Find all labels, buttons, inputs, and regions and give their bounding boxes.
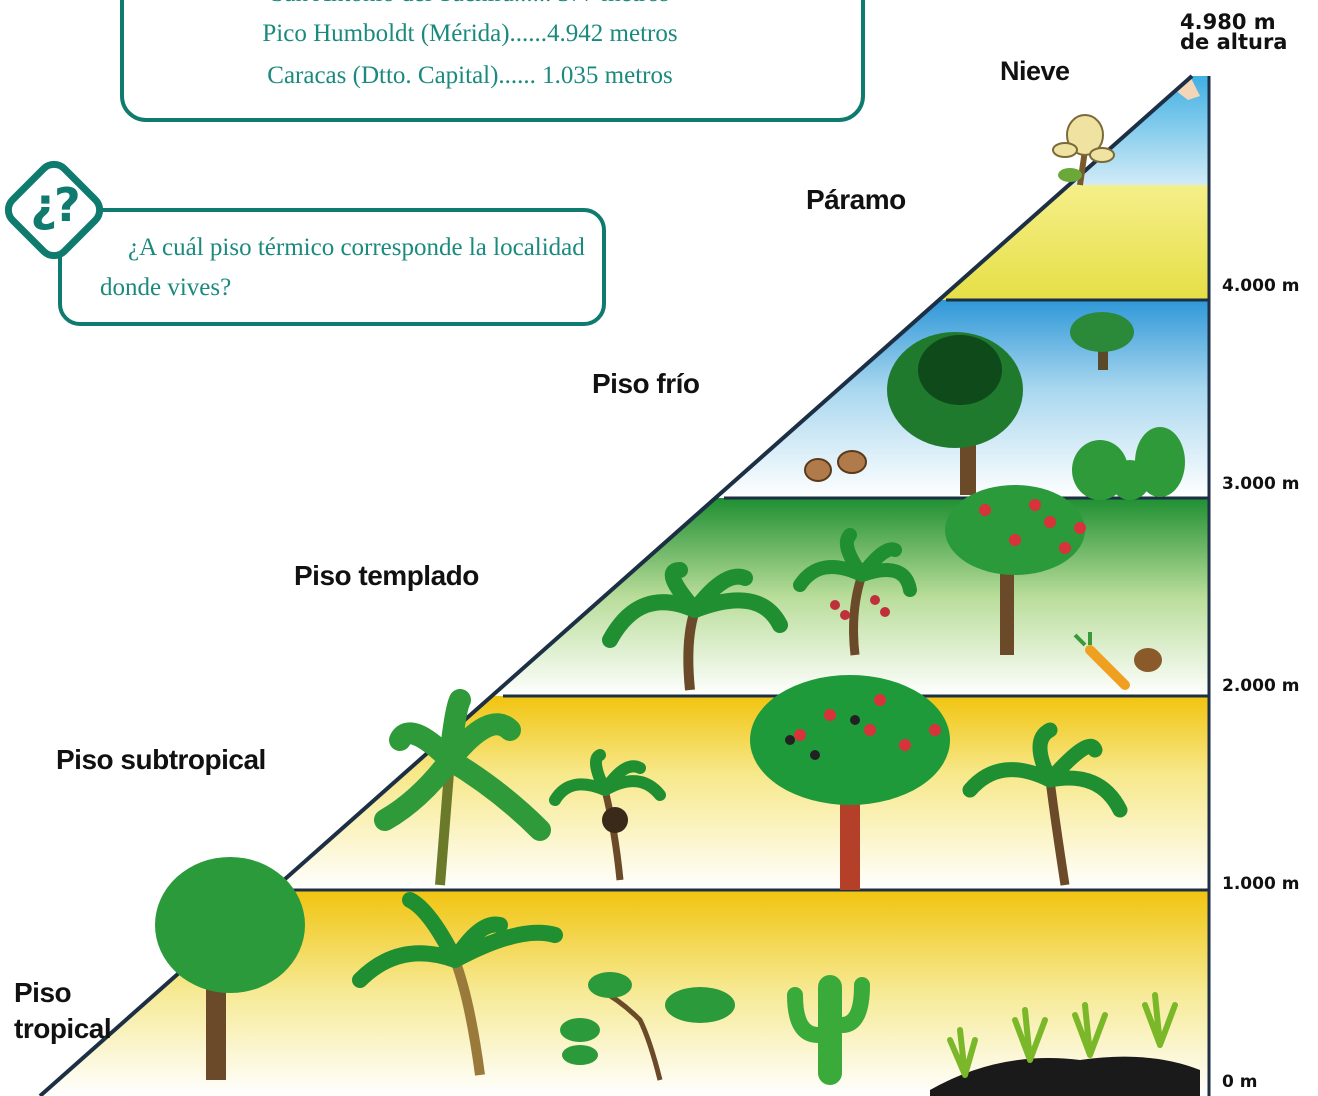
palm-icon [602, 562, 788, 691]
altitude-tick: 1.000 m [1222, 874, 1300, 894]
altitude-line: Caracas (Dtto. Capital)...... 1.035 metr… [267, 62, 673, 89]
palm-icon [549, 749, 666, 881]
carrot-icon [1073, 632, 1162, 690]
altitude-tick: 0 m [1222, 1072, 1258, 1092]
question-box [58, 208, 606, 326]
altitude-line: San Antonio del Táchira...... 377 metros [120, 0, 820, 8]
altitude-tick: 2.000 m [1222, 676, 1300, 696]
shrub-icon [560, 972, 735, 1081]
cactus-icon [787, 975, 870, 1085]
zone-label-subtropical: Piso subtropical [56, 744, 266, 775]
zone-label-tropical: Piso tropical [14, 977, 112, 1044]
palm-icon [962, 722, 1128, 886]
zone-label-templado: Piso templado [294, 560, 479, 591]
tree-icon [155, 857, 305, 1080]
altitude-tick: 3.000 m [1222, 474, 1300, 494]
altitude-line: Pico Humboldt (Mérida)......4.942 metros [262, 20, 678, 47]
altitudes-box [120, 0, 865, 122]
altitude-tick: 4.000 m [1222, 276, 1300, 296]
palm-icon [793, 528, 917, 656]
zone-label-nieve: Nieve [1000, 56, 1070, 86]
question-badge-icon: ¿? [0, 153, 111, 267]
frailejon-icon [1052, 114, 1115, 186]
tree-icon [750, 675, 950, 890]
question-text: ¿A cuál piso térmico corresponde la loca… [100, 234, 585, 301]
shrub-icon [1072, 427, 1185, 500]
tree-icon [945, 485, 1086, 655]
tree-icon [887, 332, 1023, 495]
potato-icon [804, 450, 867, 482]
crop-plants-icon [930, 992, 1200, 1096]
tree-icon [1070, 312, 1134, 370]
palm-icon [352, 892, 563, 1076]
peak-altitude-label: 4.980 m de altura [1180, 10, 1288, 54]
zone-label-paramo: Páramo [806, 184, 906, 215]
banana-plant-icon [374, 689, 551, 886]
zone-label-frio: Piso frío [592, 368, 700, 399]
